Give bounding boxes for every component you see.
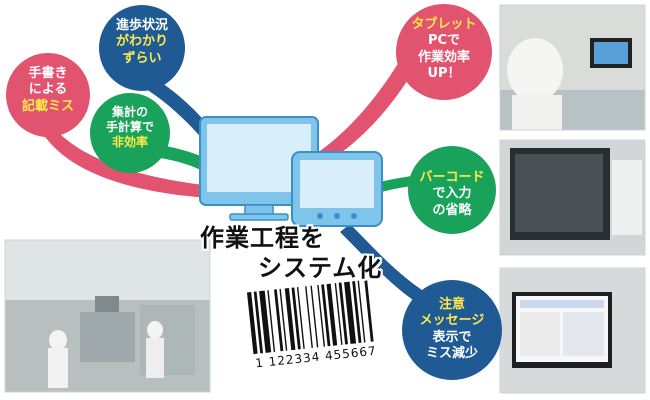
handwriting-bubble-text: 手書き による 記載ミス [21,66,74,114]
barcode-bar [305,286,313,349]
barcode-bar [338,282,348,345]
barcode-bar [364,279,374,342]
barcode-bar [317,284,326,347]
alert-screen-photo [499,267,646,394]
headline-line2: システム化 [258,254,383,282]
barcode-bar [274,289,284,352]
tablet-bubble-text: タブレット PCで 作業効率 UP！ [411,17,477,81]
connector-navy-right [340,224,438,310]
barcode-bar [246,292,258,355]
barcode-bar [352,281,362,344]
barcode-bubble [408,146,496,234]
calc-bubble-text: 集計の 手計算で 非効率 [105,105,154,149]
barcode-bar [267,290,276,352]
barcode-bar [291,287,301,350]
barcode-bar [357,280,366,343]
barcode-bubble-text: バーコード で入力 の省略 [419,170,485,218]
tablet-use-photo [499,4,646,131]
barcode-icon [246,279,374,355]
barcode-bar [334,283,343,345]
handwriting-bubble [6,53,90,137]
barcode-bar [253,291,264,354]
barcode-reader-photo [499,139,646,256]
barcode-bar [321,284,331,347]
headline-line1: 作業工程を [200,224,325,252]
tablet-bubble [396,4,492,100]
barcode-bar [326,283,338,346]
barcode-bar [284,288,296,351]
alert-bubble [402,280,502,380]
factory-photo [4,239,211,393]
alert-bubble-text: 注意 メッセージ 表示で ミス減少 [419,297,485,361]
progress-bubble [99,5,185,91]
tablet-icon [291,151,383,227]
progress-bubble-text: 進歩状況 がわかり ずらい [115,18,168,66]
barcode-bar [279,288,288,351]
calc-bubble [90,93,170,173]
barcode-bar [259,290,272,353]
barcode-bar [344,281,357,344]
barcode-bar [296,287,305,349]
barcode-bar [310,285,319,348]
